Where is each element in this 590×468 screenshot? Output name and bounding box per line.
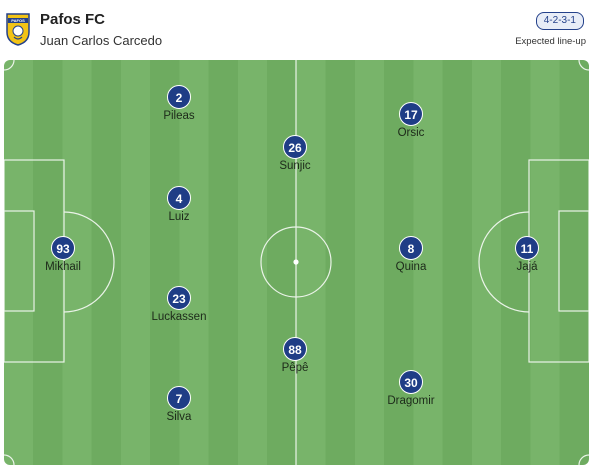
player-attacking-mid-1[interactable]: 17 Orsic xyxy=(366,102,456,146)
player-name: Luckassen xyxy=(151,311,207,323)
player-midfielder-2[interactable]: 88 Pêpê xyxy=(250,337,340,381)
player-name: Sunjic xyxy=(279,160,311,172)
player-defender-2[interactable]: 4 Luiz xyxy=(134,186,224,230)
player-name: Mikhail xyxy=(45,261,81,273)
player-number: 7 xyxy=(167,386,191,410)
expected-lineup-label: Expected line-up xyxy=(515,36,586,47)
player-defender-4[interactable]: 7 Silva xyxy=(134,386,224,430)
coach-name[interactable]: Juan Carlos Carcedo xyxy=(40,33,163,48)
player-number: 93 xyxy=(51,236,75,260)
player-number: 26 xyxy=(283,135,307,159)
formation-badge: 4-2-3-1 xyxy=(535,12,584,30)
player-name: Silva xyxy=(166,411,192,423)
player-number: 23 xyxy=(167,286,191,310)
player-number: 88 xyxy=(283,337,307,361)
player-defender-1[interactable]: 2 Pileas xyxy=(134,85,224,129)
player-attacking-mid-3[interactable]: 30 Dragomir xyxy=(366,370,456,414)
lineup-header: PAFOS Pafos FC Juan Carlos Carcedo 4-2-3… xyxy=(0,0,590,58)
player-number: 17 xyxy=(399,102,423,126)
player-number: 8 xyxy=(399,236,423,260)
football-pitch: 93 Mikhail 2 Pileas 4 Luiz 23 Luckassen … xyxy=(4,60,589,465)
team-name[interactable]: Pafos FC xyxy=(40,11,106,28)
player-number: 11 xyxy=(515,236,539,260)
player-name: Quina xyxy=(395,261,427,273)
player-number: 4 xyxy=(167,186,191,210)
player-number: 30 xyxy=(399,370,423,394)
player-name: Dragomir xyxy=(387,395,435,407)
player-name: Orsic xyxy=(397,127,425,139)
svg-text:PAFOS: PAFOS xyxy=(11,18,25,23)
player-name: Pileas xyxy=(163,110,195,122)
player-name: Luiz xyxy=(168,211,190,223)
player-defender-3[interactable]: 23 Luckassen xyxy=(134,286,224,330)
player-number: 2 xyxy=(167,85,191,109)
team-crest-icon: PAFOS xyxy=(6,13,30,46)
pitch-markings xyxy=(4,60,589,465)
player-name: Pêpê xyxy=(281,362,309,374)
player-goalkeeper[interactable]: 93 Mikhail xyxy=(18,236,108,280)
player-striker[interactable]: 11 Jajá xyxy=(482,236,572,280)
player-name: Jajá xyxy=(516,261,538,273)
player-midfielder-1[interactable]: 26 Sunjic xyxy=(250,135,340,179)
player-attacking-mid-2[interactable]: 8 Quina xyxy=(366,236,456,280)
